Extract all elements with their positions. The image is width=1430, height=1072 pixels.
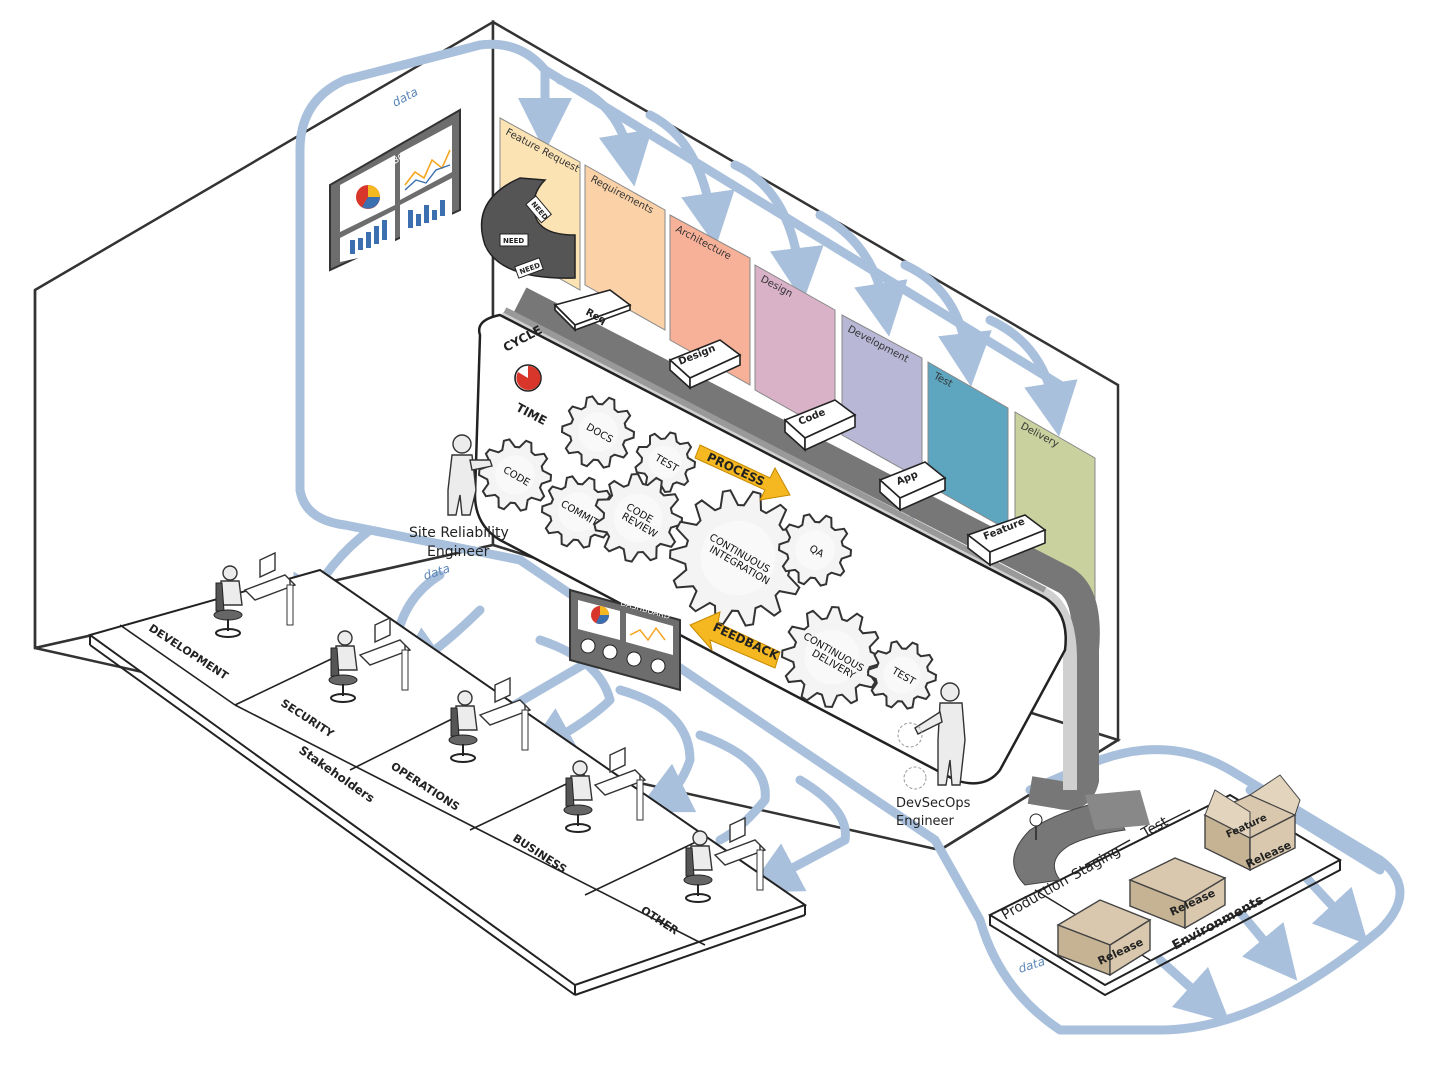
gear-icon [897,722,923,748]
person-icon [1029,813,1043,827]
belt-boxes: Req Design Code App Feature [553,289,1047,567]
stakeholders-panel: DEVELOPMENTSECURITYOPERATIONSBUSINESSOTH… [87,568,808,996]
box-feature: Feature [966,514,1047,567]
crate-staging: Release [1128,857,1227,930]
line-chart-icon [629,626,666,642]
gear-test-top: TEST [634,431,697,494]
site-reliability-engineer: Site Reliability Engineer [409,434,509,560]
monitor-icon [729,816,746,844]
box-app: App [878,461,947,512]
devsecops-label-2: Engineer [896,814,955,829]
person-icon [572,760,588,776]
person-icon [692,830,708,846]
stakeholder-workstation [213,551,297,638]
person-icon [940,682,960,702]
bar-chart-icon [350,200,445,254]
monitor-icon [609,746,626,774]
stakeholder-workstation [683,816,767,903]
gauge-icons [580,638,666,674]
devsecops-engineer: DevSecOps Engineer [896,682,971,829]
stakeholder-workstation [328,616,412,703]
gear-docs: DOCS [560,395,636,469]
devsecops-label-1: DevSecOps [896,796,971,811]
person-icon [457,690,473,706]
wall-dashboard: DASHBOARD [329,108,461,272]
stakeholder-workstation [448,676,532,763]
stakeholder-workstation [563,746,647,833]
monitor-icon [259,551,276,579]
box-code: Code [783,399,857,452]
crate-production: Release [1056,899,1152,977]
gear-code: CODE [477,438,553,512]
environments-panel: Production Staging Test Environments Rel… [987,774,1343,997]
need-tag: NEED [503,237,524,245]
need-belt: NEED NEED NEED [480,177,576,279]
sticky-note: Architecture [669,214,751,386]
sticky-note: Requirements [584,164,666,331]
person-icon [222,565,238,581]
person-icon [452,434,472,454]
box-design: Design [668,339,742,390]
gear-test-bottom: TEST [866,640,938,710]
left-wall [33,19,495,650]
monitor-icon [374,616,391,644]
line-chart-icon [404,149,451,186]
monitor-icon [494,676,511,704]
workstations [213,551,767,903]
gear-icon [903,766,927,790]
gear-qa: QA [777,513,853,587]
box-req: Req [553,289,632,332]
sre-label-1: Site Reliability [409,525,509,541]
person-icon [337,630,353,646]
sre-label-2: Engineer [427,544,490,560]
